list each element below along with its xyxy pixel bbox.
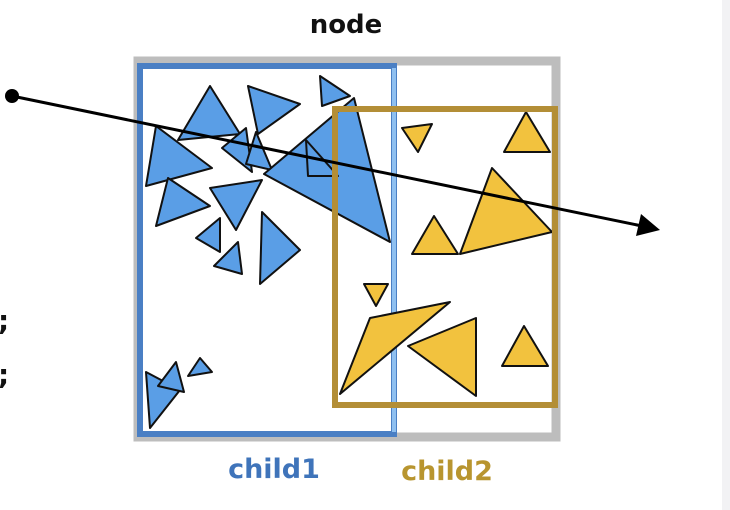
triangle: [503, 111, 551, 153]
edge-mark-2: ;: [0, 358, 9, 391]
triangle: [401, 123, 433, 153]
triangle: [187, 357, 213, 377]
triangle: [259, 211, 301, 285]
triangle: [247, 85, 301, 135]
triangle: [157, 361, 185, 393]
child1-triangles: [145, 75, 391, 429]
triangle: [221, 127, 253, 173]
triangle: [407, 317, 477, 397]
triangle: [459, 167, 553, 255]
window-edge-strip: [722, 0, 730, 510]
triangle: [209, 179, 263, 231]
triangle: [501, 325, 549, 367]
node-title: node: [310, 10, 383, 40]
arrowhead-icon: [636, 214, 660, 236]
triangle: [319, 75, 351, 107]
child2-triangles: [339, 111, 553, 397]
triangle: [363, 283, 389, 307]
ray: [5, 89, 660, 236]
triangle: [411, 215, 459, 255]
triangle: [155, 177, 211, 227]
triangle: [145, 125, 213, 187]
ray-line: [11, 94, 643, 228]
child2-label: child2: [401, 456, 493, 487]
triangle: [195, 217, 221, 253]
triangle: [245, 131, 273, 171]
child1-label: child1: [228, 454, 320, 485]
triangle: [213, 241, 243, 275]
child2-bounding-box: [332, 106, 558, 408]
triangle: [339, 301, 451, 395]
edge-mark-1: ;: [0, 304, 9, 337]
